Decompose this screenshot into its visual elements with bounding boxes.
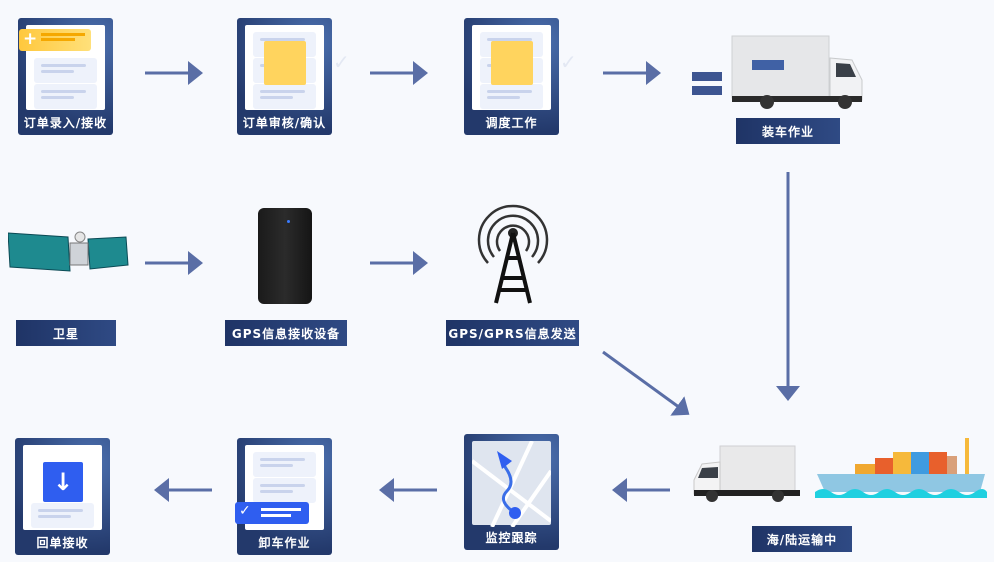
cargo-ship-icon [815,438,987,498]
arrow [602,350,690,416]
step-label: GPS/GPRS信息发送 [446,320,579,346]
add-note-icon: + [19,29,91,51]
checked-item-icon: ✓ [235,502,309,524]
step-label: 海/陆运输中 [752,526,852,552]
step-label: 回单接收 [36,536,89,550]
step-label: 订单录入/接收 [23,116,108,130]
truck-icon [693,445,800,502]
unloading-card: ✓ 卸车作业 [235,438,332,555]
document-icon [491,41,533,85]
step-label: 装车作业 [736,118,840,144]
signal-tower-icon [477,204,549,304]
step-label: 监控跟踪 [485,531,538,545]
map-route-icon [470,440,553,529]
satellite-icon [8,231,129,272]
download-arrow-icon: ↓ [43,462,83,502]
document-icon [264,41,306,85]
step-label: GPS信息接收设备 [225,320,347,346]
truck-loading-icon [692,35,863,109]
check-icon: ✓ [560,50,577,74]
order-entry-card: + 订单录入/接收 [18,18,113,135]
gps-device-icon [258,208,312,304]
monitor-card: 监控跟踪 [464,434,559,550]
step-label: 订单审核/确认 [242,116,327,130]
step-label: 调度工作 [485,116,538,130]
step-label: 卫星 [16,320,116,346]
receipt-card: ↓ 回单接收 [15,438,110,555]
order-review-card: 订单审核/确认 [237,18,332,135]
step-label: 卸车作业 [258,536,311,550]
dispatch-card: 调度工作 [464,18,559,135]
check-icon: ✓ [333,50,350,74]
